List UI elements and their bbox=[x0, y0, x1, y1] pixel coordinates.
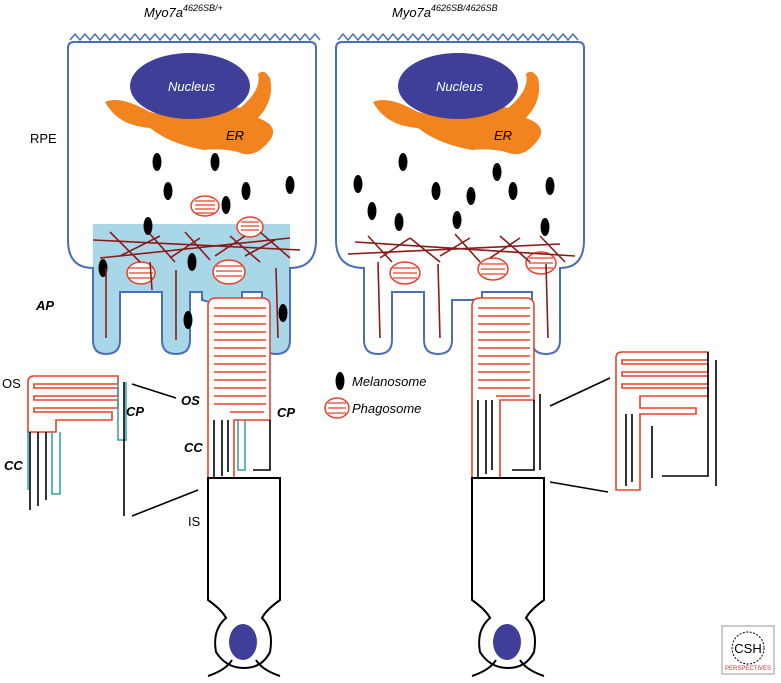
left-cell-nucleus bbox=[229, 624, 257, 660]
right-cell-nucleus bbox=[493, 624, 521, 660]
os-label: OS bbox=[181, 393, 200, 408]
cc-label: CC bbox=[184, 440, 203, 455]
right-synapse bbox=[471, 659, 545, 677]
right-discs bbox=[478, 307, 530, 397]
left-zoom-line-bottom bbox=[131, 489, 199, 517]
rpe-label: RPE bbox=[30, 131, 57, 146]
right-er-label: ER bbox=[494, 128, 512, 143]
is-label: IS bbox=[188, 514, 201, 529]
left-inset-teal bbox=[27, 382, 127, 495]
left-rpe-cell: Nucleus ER bbox=[67, 32, 321, 356]
right-inset-discs bbox=[615, 351, 709, 491]
left-photoreceptor bbox=[207, 297, 281, 677]
left-genotype-title: Myo7a4626SB/+ bbox=[144, 3, 223, 20]
left-synapse bbox=[207, 659, 281, 677]
right-cc-lines bbox=[477, 400, 493, 478]
right-phagosomes bbox=[389, 251, 557, 285]
right-zoom-line-bottom bbox=[549, 481, 609, 493]
left-microvilli bbox=[69, 32, 321, 42]
ap-label: AP bbox=[35, 298, 54, 313]
right-microvilli bbox=[337, 32, 579, 42]
cp-label: CP bbox=[277, 405, 295, 420]
svg-text:PERSPECTIVES: PERSPECTIVES bbox=[725, 666, 771, 672]
left-nucleus-label: Nucleus bbox=[168, 79, 215, 94]
right-genotype-title: Myo7a4626SB/4626SB bbox=[392, 3, 498, 20]
melanosome-legend-icon bbox=[335, 372, 345, 390]
csh-perspectives-logo: CSH PERSPECTIVES bbox=[721, 625, 775, 675]
left-discs bbox=[214, 307, 266, 413]
right-nucleus bbox=[398, 53, 518, 119]
left-zoom-line-top bbox=[131, 383, 177, 399]
right-zoom-line-top bbox=[549, 377, 611, 407]
left-inner-segment bbox=[207, 477, 281, 670]
left-phagosomes bbox=[126, 195, 264, 285]
left-zoom-inset bbox=[27, 375, 199, 517]
right-actin-strands bbox=[347, 233, 576, 339]
cc-inset-label: CC bbox=[4, 458, 23, 473]
right-rpe-cell: Nucleus ER bbox=[335, 32, 585, 356]
left-er-label: ER bbox=[226, 128, 244, 143]
right-inset-cp-line bbox=[662, 352, 717, 486]
legend: Melanosome Phagosome bbox=[324, 372, 426, 419]
left-cp-line bbox=[253, 420, 271, 471]
right-photoreceptor bbox=[471, 297, 545, 677]
right-rpe-outline bbox=[335, 41, 585, 356]
right-cp-line bbox=[512, 394, 541, 471]
left-actin-zone bbox=[93, 224, 290, 354]
left-nucleus bbox=[130, 53, 250, 119]
left-inset-discs bbox=[27, 375, 119, 433]
phagosome-legend-label: Phagosome bbox=[352, 401, 421, 416]
melanosome-legend-label: Melanosome bbox=[352, 374, 426, 389]
svg-text:CSH: CSH bbox=[734, 641, 761, 656]
cp-inset-label: CP bbox=[126, 404, 144, 419]
right-inset-cc bbox=[625, 414, 653, 486]
right-nucleus-label: Nucleus bbox=[436, 79, 483, 94]
left-cp-teal bbox=[237, 420, 246, 471]
left-actin-strands bbox=[92, 231, 301, 340]
right-inner-segment bbox=[471, 477, 545, 670]
left-cc-lines bbox=[213, 420, 229, 480]
right-melanosomes bbox=[353, 153, 555, 236]
right-zoom-inset bbox=[549, 351, 717, 493]
os-inset-label: OS bbox=[2, 376, 21, 391]
phagosome-legend-icon bbox=[324, 397, 350, 419]
left-inset-cc bbox=[29, 432, 47, 510]
